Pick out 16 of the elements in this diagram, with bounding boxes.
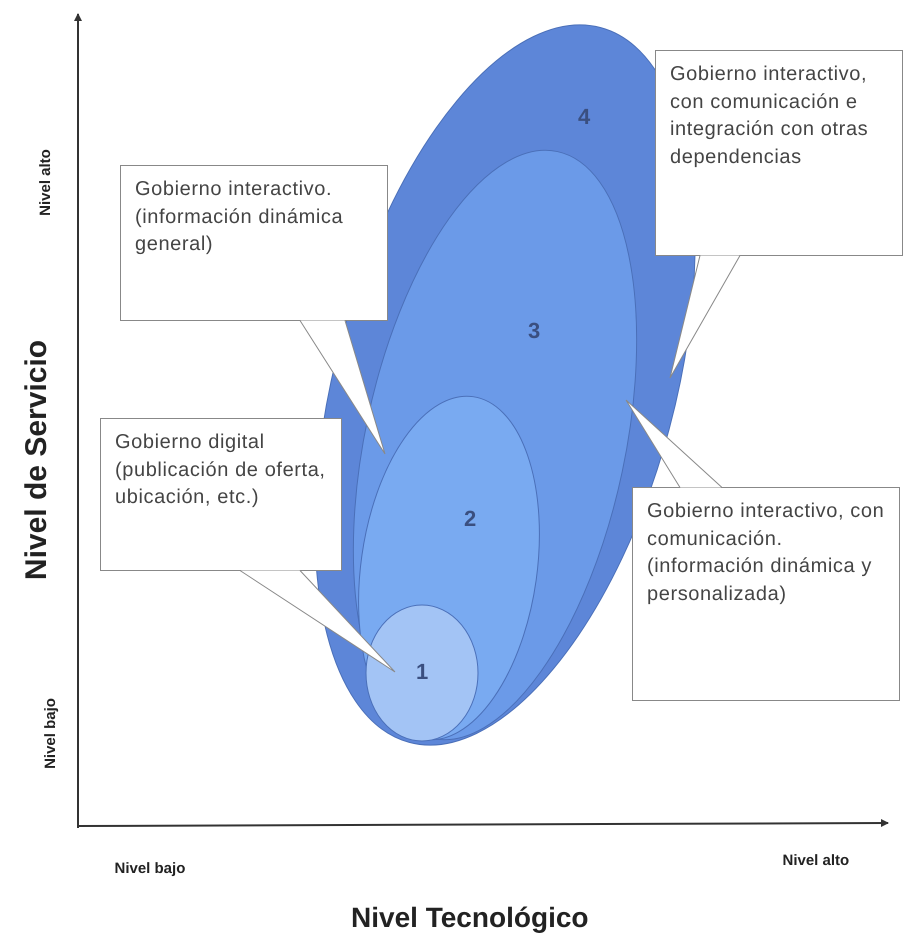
callout-pointer	[300, 320, 386, 454]
axis-label: Nivel bajo	[41, 698, 58, 768]
callout-pointer	[670, 255, 740, 378]
axis-label: Nivel bajo	[114, 860, 186, 876]
region-number: 3	[528, 320, 540, 342]
callout-box: Gobierno interactivo, con comunicación e integración con otras dependencias	[655, 50, 903, 256]
callout-box: Gobierno interactivo, con comunicación. (información dinámica y personalizada)	[632, 487, 900, 701]
callout-pointer	[240, 570, 396, 672]
axis-label: Nivel alto	[782, 852, 850, 868]
axis-label: Nivel Tecnológico	[351, 902, 589, 934]
axis-label: Nivel de Servicio	[20, 340, 54, 580]
region-number: 1	[416, 661, 428, 683]
axis-label: Nivel alto	[36, 148, 54, 216]
callout-pointer	[626, 400, 722, 488]
region-number: 2	[464, 508, 476, 530]
region-number: 4	[578, 106, 590, 128]
